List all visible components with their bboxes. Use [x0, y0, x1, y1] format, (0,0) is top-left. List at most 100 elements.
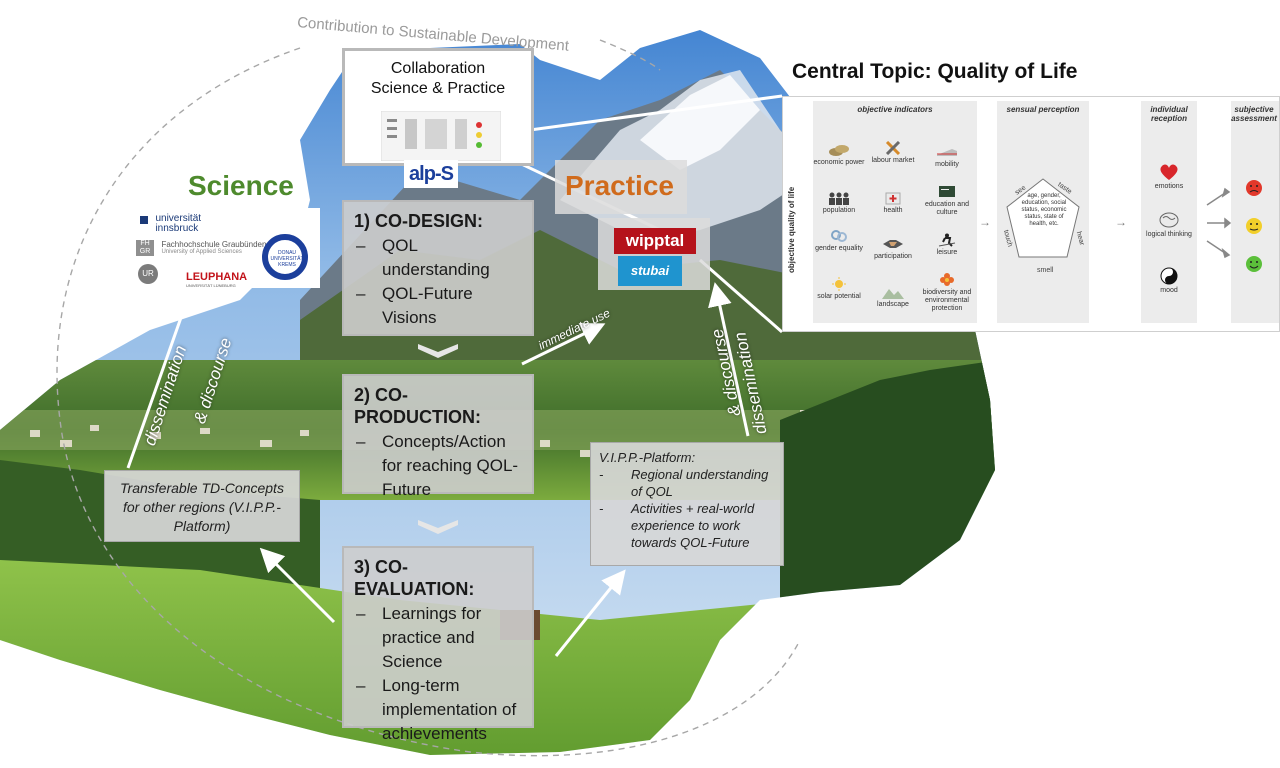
co-evaluation-item: Long-term implementation of achievements [354, 674, 524, 746]
individual-reception-header: individual reception [1150, 105, 1188, 123]
donau-uni-logo: DONAU UNIVERSITÄT KREMS [262, 234, 308, 280]
science-logos-panel: universität innsbruck FH GR Fachhochschu… [132, 208, 320, 288]
yin-yang-icon [1160, 267, 1178, 285]
indicator-economic-power: economic power [809, 143, 869, 167]
indicator-participation: participation [863, 237, 923, 261]
sensual-perception-column: sensual perception see taste touch hear … [997, 101, 1089, 323]
indicator-biodiversity: biodiversity and environmental protectio… [917, 273, 977, 313]
practice-label: Practice [565, 170, 674, 201]
co-design-title: 1) CO-DESIGN: [354, 211, 484, 231]
indicator-health: health [863, 191, 923, 215]
chevron-down-icon [418, 344, 458, 358]
indicator-landscape: landscape [863, 285, 923, 309]
train-icon [937, 149, 957, 156]
gender-icon [831, 230, 847, 242]
co-design-box: 1) CO-DESIGN: QOL understanding QOL-Futu… [342, 200, 534, 336]
flower-icon [940, 273, 954, 286]
stubai-logo-text: stubai [630, 263, 670, 278]
chalkboard-icon [939, 186, 955, 197]
brain-icon [1159, 212, 1179, 228]
vipp-title: V.I.P.P.-Platform: [599, 450, 696, 465]
sense-smell: smell [1037, 267, 1054, 274]
co-evaluation-box: 3) CO-EVALUATION: Learnings for practice… [342, 546, 534, 743]
quality-of-life-panel: objective quality of life objective indi… [782, 96, 1280, 332]
vipp-item: Regional understanding of QOL [631, 467, 769, 499]
practice-logos-panel: wipptal stubai [598, 218, 710, 290]
co-design-item: QOL understanding [354, 234, 524, 282]
pentagon-text: age, gender, education, social status, e… [1021, 193, 1067, 227]
sad-face-icon [1246, 180, 1262, 196]
alps-logo-text: alp-S [409, 163, 454, 185]
fh-line2: University of Applied Sciences [161, 249, 242, 255]
co-evaluation-title: 3) CO-EVALUATION: [354, 557, 475, 599]
indicator-leisure: leisure [917, 233, 977, 257]
wipptal-logo: wipptal [614, 228, 696, 254]
reception-emotions: emotions [1139, 163, 1199, 191]
alps-logo: alp-S [404, 160, 458, 188]
objective-indicators-column: objective indicators economic power labo… [813, 101, 977, 323]
reception-mood: mood [1139, 267, 1199, 295]
collaboration-box: Collaboration Science & Practice [342, 48, 534, 166]
vipp-item: Activities + real-world experience to wo… [631, 501, 755, 550]
ur-mark: UR [142, 269, 154, 278]
stubai-logo: stubai [618, 256, 682, 286]
uibk-logo: universität innsbruck [140, 214, 201, 234]
leuphana-logo: LEUPHANA UNIVERSITÄT LÜNEBURG [186, 271, 248, 289]
people-icon [829, 192, 849, 205]
indicator-mobility: mobility [917, 145, 977, 169]
chevron-down-icon [418, 520, 458, 534]
arrow-right-icon: → [1115, 215, 1127, 229]
co-production-box: 2) CO-PRODUCTION: Concepts/Action for re… [342, 374, 534, 499]
sensual-perception-header: sensual perception [1006, 105, 1080, 114]
ur-logo: UR [138, 264, 158, 284]
uibk-line2: innsbruck [155, 223, 199, 234]
co-evaluation-item: Learnings for practice and Science [354, 602, 524, 674]
donau-uni-text: DONAU UNIVERSITÄT KREMS [270, 250, 304, 268]
skier-icon [938, 233, 956, 247]
indicator-education: education and culture [917, 185, 977, 217]
indicator-labour-market: labour market [863, 141, 923, 165]
leuphana-subtext: UNIVERSITÄT LÜNEBURG [186, 283, 236, 288]
collaboration-title-line1: Collaboration [390, 60, 486, 77]
collaboration-title-line2: Science & Practice [370, 80, 506, 97]
uibk-mark-icon [140, 216, 148, 224]
objective-indicators-header: objective indicators [857, 105, 933, 114]
handshake-icon [883, 240, 903, 248]
neutral-face-icon [1246, 218, 1262, 234]
heart-icon [1160, 164, 1178, 180]
medical-icon [885, 192, 901, 205]
subjective-assessment-column: subjective assessment [1231, 101, 1279, 323]
uibk-line1: universität [155, 213, 202, 224]
senses-pentagon [1006, 178, 1080, 258]
assessment-arrows [1206, 187, 1231, 259]
indicator-solar-potential: solar potential [809, 277, 869, 301]
happy-face-icon [1246, 256, 1262, 272]
landscape-icon [882, 289, 904, 299]
wipptal-logo-text: wipptal [625, 231, 685, 250]
transferable-concepts-box: Transferable TD-Concepts for other regio… [104, 470, 300, 542]
reception-logical-thinking: logical thinking [1139, 211, 1199, 239]
coins-icon [829, 145, 849, 156]
individual-reception-column: individual reception emotions logical th… [1141, 101, 1197, 323]
vipp-platform-box: V.I.P.P.-Platform: - Regional understand… [590, 442, 784, 566]
collaboration-diagram-thumbnail [381, 111, 501, 161]
co-design-item: QOL-Future Visions [354, 282, 524, 330]
co-production-title: 2) CO-PRODUCTION: [354, 385, 481, 427]
practice-label-box: Practice [555, 160, 687, 214]
objective-qol-vertical-label: objective quality of life [787, 186, 796, 273]
co-production-item: Concepts/Action for reaching QOL-Future [354, 430, 524, 502]
fh-graubuenden-logo: FH GR Fachhochschule Graubünden Universi… [136, 240, 266, 258]
transferable-concepts-text: Transferable TD-Concepts for other regio… [120, 480, 284, 534]
science-label: Science [188, 170, 294, 201]
indicator-population: population [809, 191, 869, 215]
fh-mark: FH GR [136, 240, 154, 256]
leuphana-text: LEUPHANA [186, 271, 248, 283]
tools-icon [885, 141, 901, 155]
fh-line1: Fachhochschule Graubünden [161, 240, 267, 249]
arrow-right-icon: → [979, 215, 991, 229]
central-topic-title: Central Topic: Quality of Life [792, 60, 1078, 83]
indicator-gender-equality: gender equality [809, 229, 869, 253]
subjective-assessment-header: subjective assessment [1231, 105, 1277, 123]
sun-icon [832, 277, 846, 291]
